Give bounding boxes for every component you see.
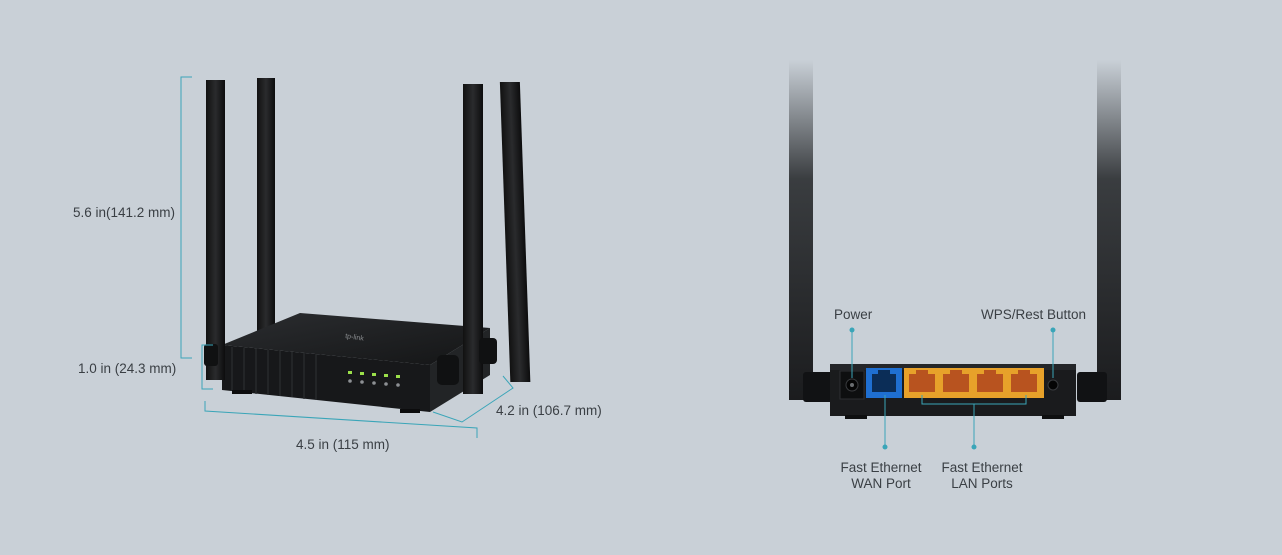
wps-reset-button [1047,379,1059,391]
brand-logo: tp-link [345,333,365,343]
antenna-front-right [463,84,483,394]
router-front-face [222,345,430,412]
lan-ports-label: Fast Ethernet LAN Ports [941,460,1022,492]
lan-ports-label-line2: LAN Ports [951,476,1013,491]
lan-ports [904,368,1044,398]
router-front-view: tp-link [204,78,531,413]
wps-label: WPS/Rest Button [981,307,1087,322]
height-label: 5.6 in(141.2 mm) [73,205,176,220]
dimension-lines [180,76,514,438]
antenna-back-right [499,82,531,382]
antenna-rear-left [789,60,813,400]
depth-label: 4.2 in (106.7 mm) [496,403,602,418]
lan-ports-label-line1: Fast Ethernet [941,460,1023,475]
status-leds [348,371,400,387]
wan-port-label-line2: WAN Port [851,476,911,491]
router-rear-view [789,60,1121,419]
antenna-front-left [206,80,225,380]
router-top [222,313,490,365]
wan-port-label-line1: Fast Ethernet [840,460,922,475]
antenna-back-left [257,78,275,340]
thickness-label: 1.0 in (24.3 mm) [78,361,177,376]
width-label: 4.5 in (115 mm) [296,437,390,452]
power-label: Power [834,307,873,322]
wan-port-label: Fast Ethernet WAN Port [840,460,921,492]
antenna-rear-right [1097,60,1121,400]
callout-lines [851,330,1054,446]
